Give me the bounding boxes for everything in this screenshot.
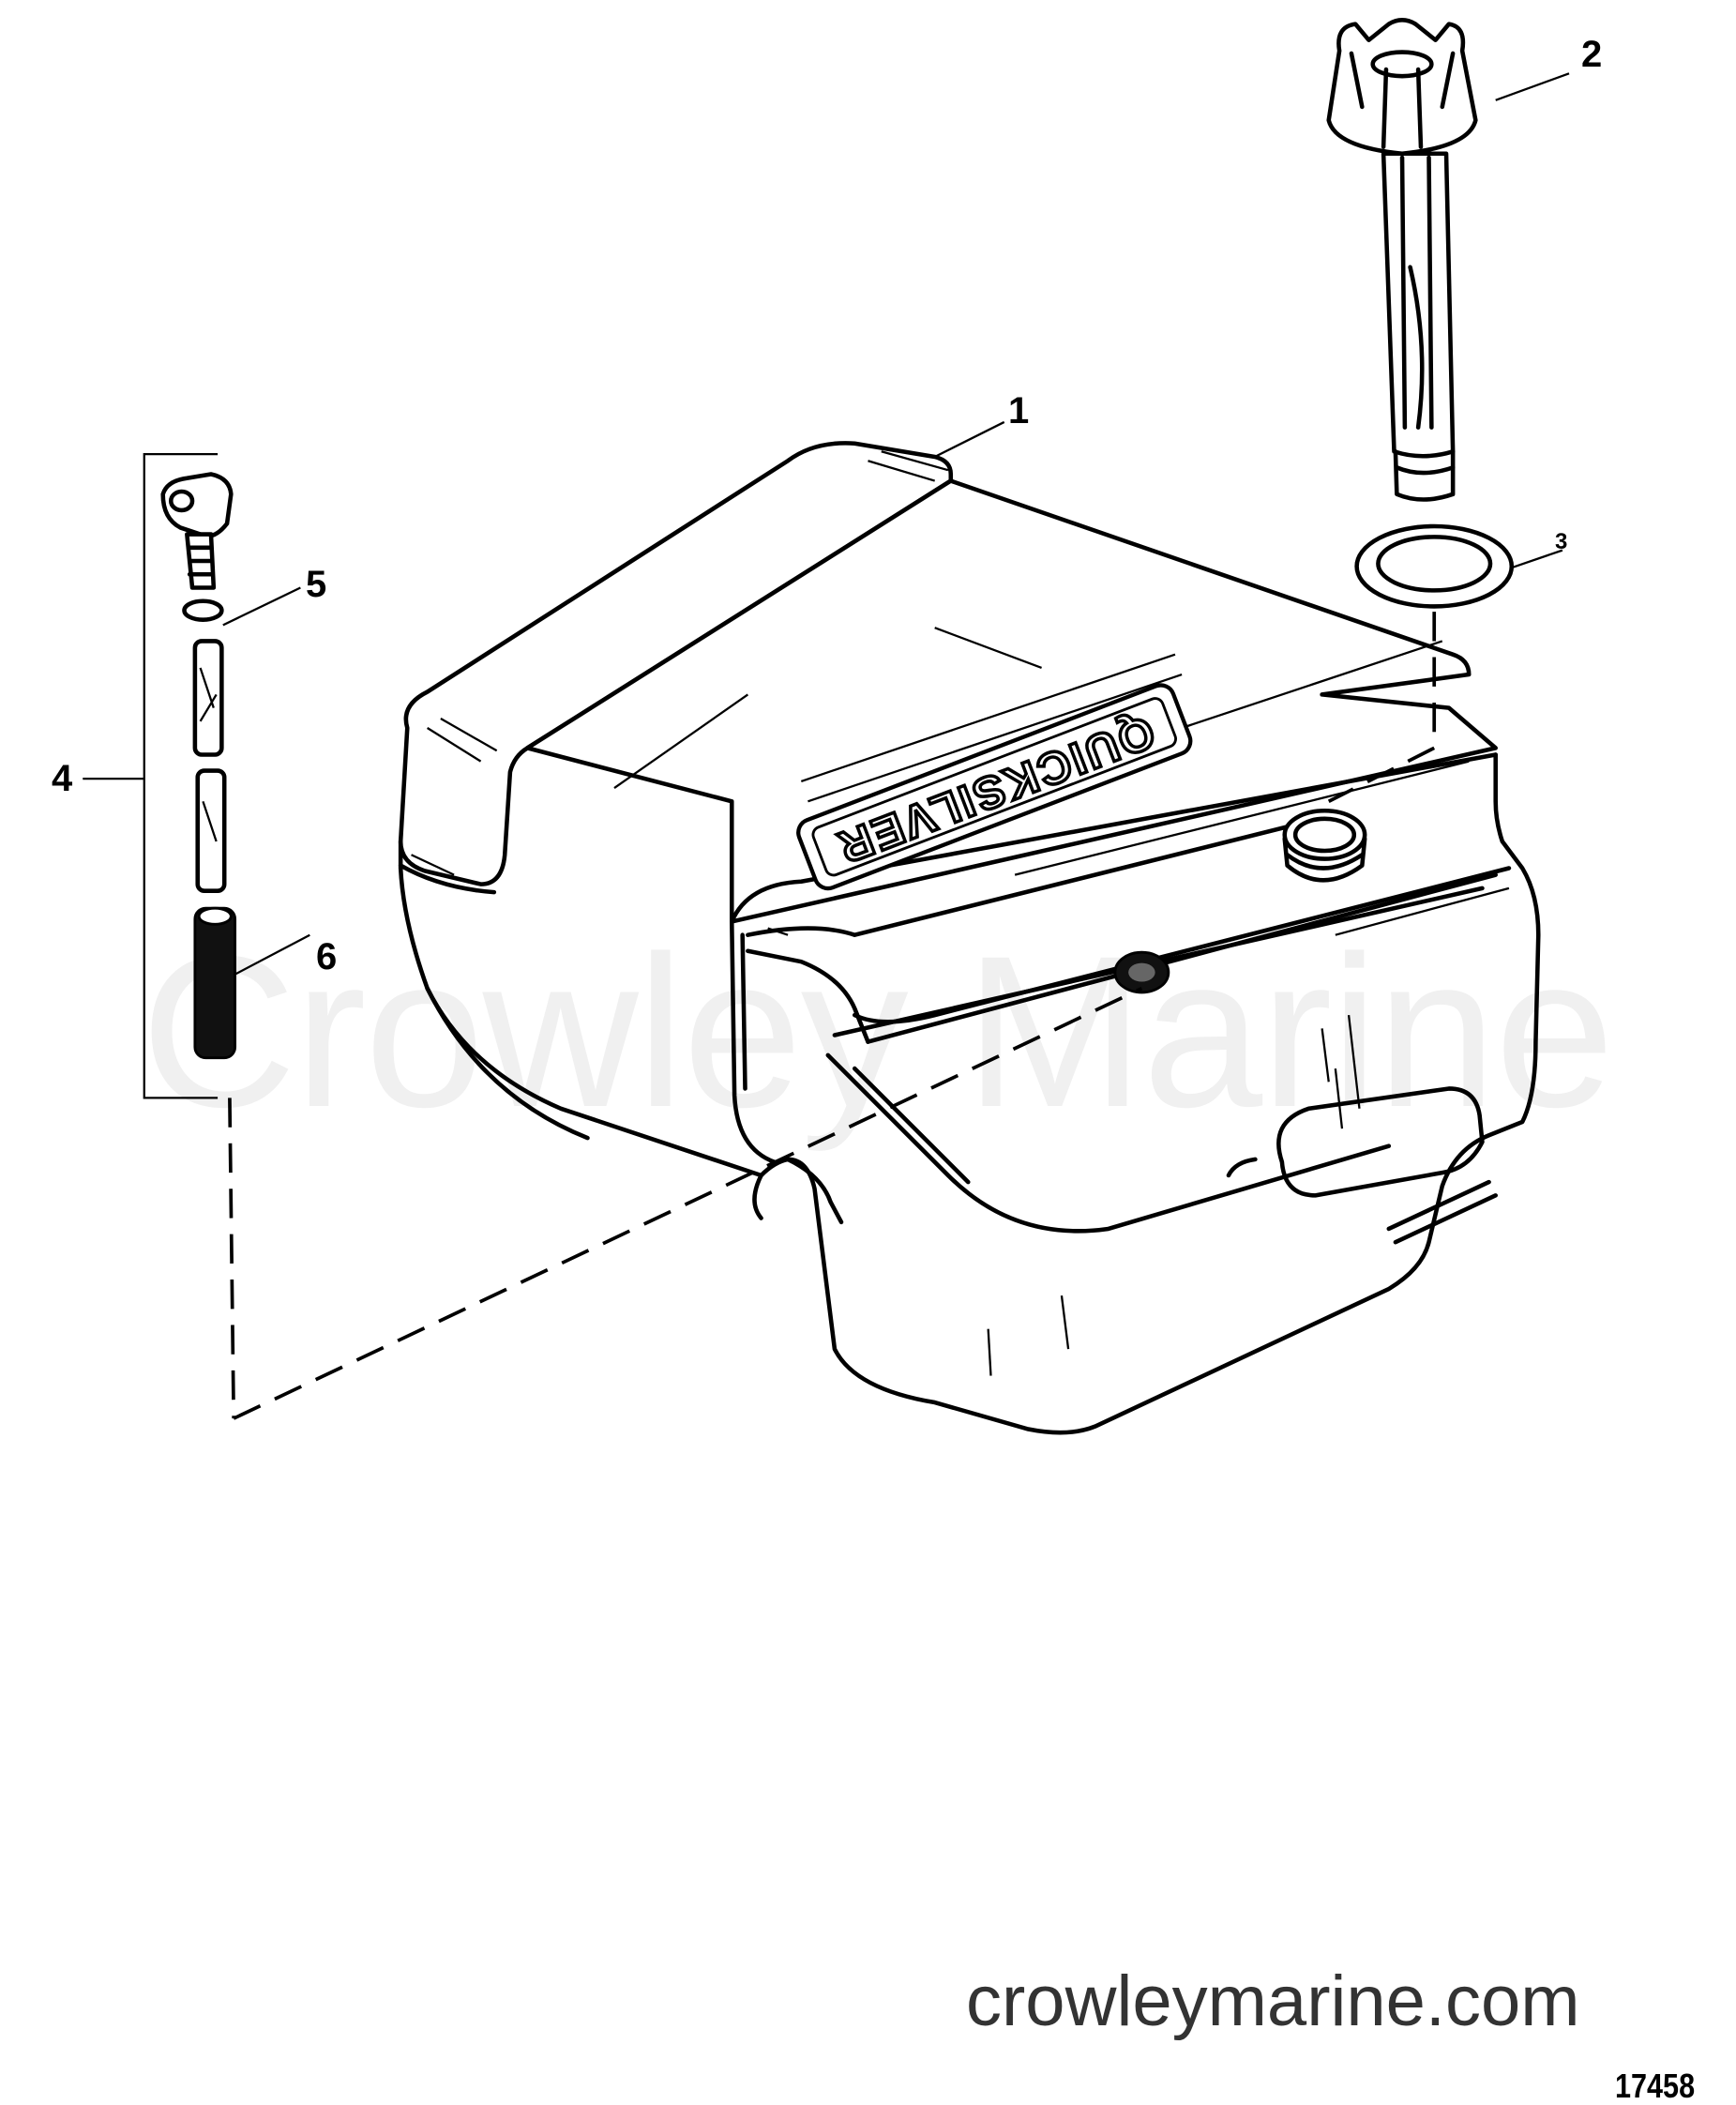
- fuel-tank-drawing[interactable]: QUICKSILVER: [398, 441, 1541, 1435]
- callout-2-leader: [1495, 72, 1570, 101]
- callout-3[interactable]: 3: [1555, 529, 1568, 554]
- fuel-gauge-drawing[interactable]: [1326, 18, 1478, 502]
- callout-5-leader: [222, 586, 301, 627]
- callout-1-leader: [934, 420, 1005, 458]
- pickup-assembly-drawing[interactable]: [143, 452, 237, 1099]
- callout-2[interactable]: 2: [1581, 34, 1603, 75]
- callout-3-leader: [1511, 549, 1563, 569]
- callout-6-leader: [233, 933, 310, 977]
- callout-4[interactable]: 4: [52, 758, 73, 799]
- diagram-number: 17458: [1615, 2067, 1696, 2105]
- site-url-text: crowleymarine.com: [966, 1961, 1580, 2041]
- callout-5[interactable]: 5: [306, 564, 327, 605]
- callout-1[interactable]: 1: [1008, 390, 1030, 432]
- gasket-drawing[interactable]: [1354, 523, 1515, 609]
- callout-6[interactable]: 6: [316, 936, 338, 977]
